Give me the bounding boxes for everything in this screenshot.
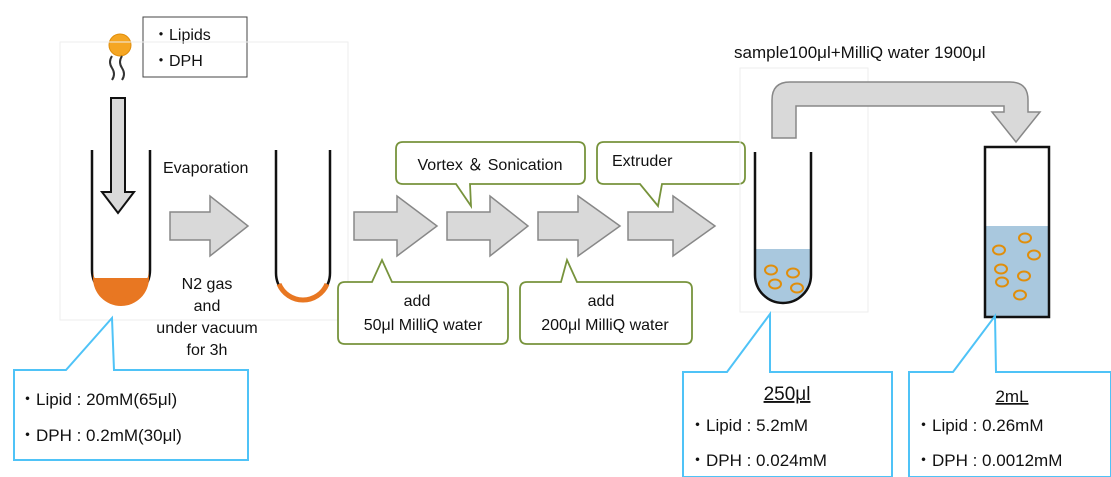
- right-arrow-icon: [169, 194, 250, 258]
- liposome-icons: [764, 264, 804, 294]
- extruded-lipid: ・Lipid : 5.2mM: [689, 416, 808, 435]
- add-200ul-line1: add: [588, 293, 615, 310]
- right-arrow-icon: [446, 194, 530, 258]
- vortex-callout: Vortex ＆ Sonication: [395, 141, 586, 210]
- initial-conditions-box: ・Lipid : 20mM(65μl) ・DPH : 0.2mM(30μl): [13, 315, 249, 461]
- extruder-label: Extruder: [612, 153, 673, 170]
- svg-text:for 3h: for 3h: [187, 342, 228, 359]
- lipid-molecule-icon: [108, 33, 132, 81]
- right-arrow-icon: [627, 194, 717, 258]
- liposome-icons: [992, 232, 1041, 301]
- tube-diluted: [983, 145, 1051, 319]
- tube-initial: [59, 41, 349, 321]
- diluted-conditions-box: 2mL ・Lipid : 0.26mM ・DPH : 0.0012mM: [908, 313, 1111, 477]
- svg-text:and: and: [194, 298, 221, 315]
- extruded-dph: ・DPH : 0.024mM: [689, 451, 827, 470]
- extruder-callout: Extruder: [596, 141, 746, 209]
- extruded-volume: 250μl: [764, 384, 811, 405]
- initial-dph: ・DPH : 0.2mM(30μl): [19, 426, 182, 445]
- diluted-dph: ・DPH : 0.0012mM: [915, 451, 1062, 470]
- add-50ul-callout: add 50μl MilliQ water: [337, 257, 509, 345]
- add-200ul-line2: 200μl MilliQ water: [541, 317, 669, 334]
- right-arrow-icon: [353, 194, 439, 258]
- initial-lipid: ・Lipid : 20mM(65μl): [19, 390, 177, 409]
- diluted-lipid: ・Lipid : 0.26mM: [915, 416, 1044, 435]
- svg-text:under vacuum: under vacuum: [156, 320, 257, 337]
- diluted-volume: 2mL: [995, 387, 1028, 406]
- n2-conditions-label: N2 gas and under vacuum for 3h: [156, 276, 257, 359]
- tube-dried-film: [274, 150, 332, 303]
- evaporation-label: Evaporation: [163, 160, 248, 177]
- dilution-arrow-icon: [771, 81, 1042, 144]
- legend-lipids: ・Lipids: [153, 27, 211, 44]
- legend-dph: ・DPH: [153, 53, 203, 70]
- reagent-legend: ・Lipids ・DPH: [142, 16, 248, 78]
- tube-extruded: [739, 67, 869, 313]
- vortex-label: Vortex ＆ Sonication: [418, 157, 563, 174]
- down-arrow-icon: [99, 97, 137, 215]
- add-50ul-line2: 50μl MilliQ water: [364, 317, 483, 334]
- extruded-conditions-box: 250μl ・Lipid : 5.2mM ・DPH : 0.024mM: [682, 310, 893, 477]
- dilution-label: sample100μl+MilliQ water 1900μl: [734, 43, 986, 62]
- svg-text:N2 gas: N2 gas: [182, 276, 233, 293]
- right-arrow-icon: [537, 194, 622, 258]
- add-200ul-callout: add 200μl MilliQ water: [519, 257, 693, 345]
- add-50ul-line1: add: [404, 293, 431, 310]
